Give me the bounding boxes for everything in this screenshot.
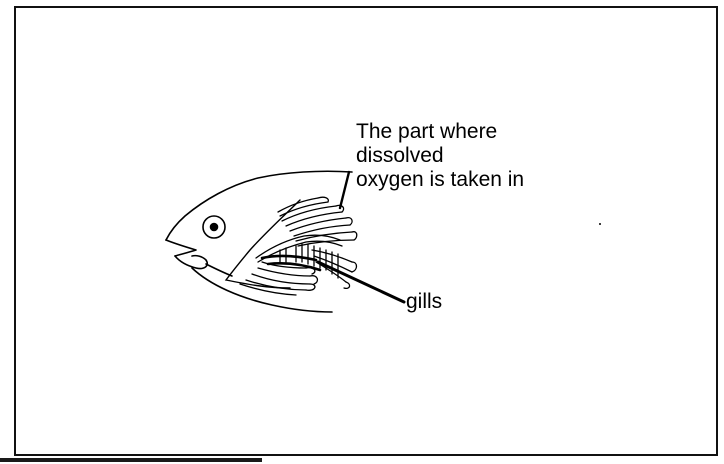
oxygen-leader-line — [340, 172, 349, 208]
fish-eye-inner — [211, 224, 218, 231]
fish-jaw-line — [206, 264, 232, 276]
stray-dot — [599, 223, 601, 225]
fish-mouth-lower — [175, 256, 207, 269]
oxygen-label-line-2: dissolved — [356, 144, 524, 168]
fish-head-outline-top — [166, 171, 352, 240]
oxygen-label-line-1: The part where — [356, 120, 524, 144]
gills-leader-line — [318, 262, 404, 302]
gills-label: gills — [406, 290, 442, 314]
oxygen-label-line-3: oxygen is taken in — [356, 168, 524, 192]
gill-filaments — [240, 197, 357, 295]
fish-mouth-upper — [166, 240, 196, 256]
oxygen-intake-label: The part where dissolved oxygen is taken… — [356, 120, 524, 192]
